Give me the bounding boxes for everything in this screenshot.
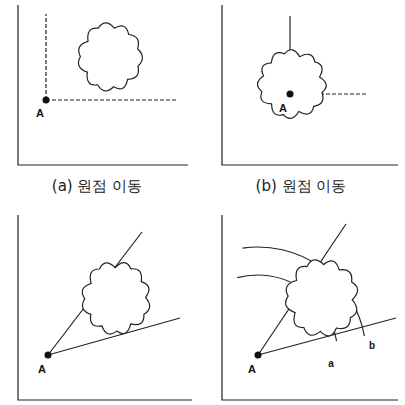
cloud-shape (78, 23, 142, 91)
moved-axis (46, 99, 176, 100)
origin-dot (45, 352, 52, 359)
axis-frame (222, 5, 398, 165)
axis-frame (222, 215, 398, 400)
cloud-shape (82, 263, 149, 334)
moved-axis (45, 14, 46, 100)
axis-frame (18, 5, 188, 165)
origin-dot (43, 97, 50, 104)
arc-b (243, 247, 365, 336)
figure-caption: (a) 원점 이동 (52, 179, 142, 194)
point-label: A (248, 364, 256, 375)
point-label: A (36, 108, 44, 119)
cloud-shape (258, 50, 327, 119)
origin-dot (287, 91, 294, 98)
point-label: A (38, 364, 46, 375)
origin-dot (255, 352, 262, 359)
point-label: A (279, 103, 287, 114)
axis-frame (18, 215, 192, 400)
arc-label: b (369, 341, 375, 351)
arc-label: a (328, 359, 334, 369)
figure-caption: (b) 원점 이동 (256, 179, 347, 194)
cloud-shape (286, 260, 358, 336)
